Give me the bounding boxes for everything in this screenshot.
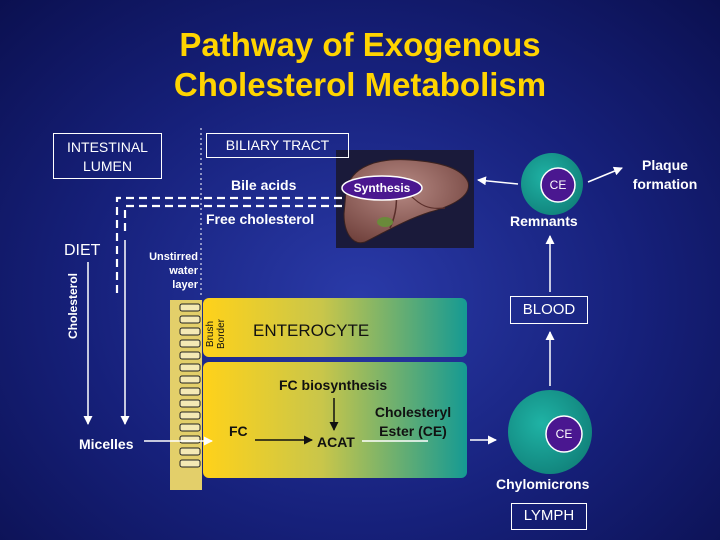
villus xyxy=(179,327,201,336)
chylomicrons-label: Chylomicrons xyxy=(496,476,590,492)
villus xyxy=(179,399,201,408)
remnants-label: Remnants xyxy=(510,213,578,229)
enterocyte-top-box xyxy=(203,298,467,357)
free-cholesterol-label: Free cholesterol xyxy=(206,211,315,227)
villus xyxy=(179,423,201,432)
unstirred-water-layer-label: Unstirred water layer xyxy=(130,250,198,292)
villus xyxy=(179,375,201,384)
diet-label: DIET xyxy=(64,242,101,259)
villus xyxy=(179,435,201,444)
synthesis-oval xyxy=(341,175,423,201)
remnant-ce-label: CE xyxy=(549,178,567,192)
intestinal-lumen-box: INTESTINAL LUMEN xyxy=(53,133,162,179)
border-line: Border xyxy=(216,319,227,350)
lymph-box: LYMPH xyxy=(511,503,587,530)
free-chol-pathway-dashed xyxy=(123,204,342,232)
chylomicron-ce-label: CE xyxy=(555,427,573,441)
cholesterol-vertical-label: Cholesterol xyxy=(66,272,80,339)
title-line-2: Cholesterol Metabolism xyxy=(173,66,547,103)
unstirred-line-1: Unstirred xyxy=(149,251,198,263)
brush-border-villi xyxy=(179,303,201,468)
villus xyxy=(179,339,201,348)
cholesteryl-line: Cholesteryl xyxy=(374,404,452,420)
villus xyxy=(179,459,201,468)
brush-border-label: Brush Border xyxy=(205,308,227,360)
fc-label: FC xyxy=(229,423,248,439)
plaque-formation-label: Plaque formation xyxy=(622,156,708,194)
villus xyxy=(179,447,201,456)
cholesteryl-ester-label: Cholesteryl Ester (CE) xyxy=(363,403,463,441)
villus xyxy=(179,351,201,360)
remnant-to-plaque-arrow xyxy=(587,166,623,183)
fc-biosynthesis-label: FC biosynthesis xyxy=(279,377,388,393)
bile-acids-label: Bile acids xyxy=(231,177,297,193)
villus xyxy=(179,363,201,372)
synthesis-label: Synthesis xyxy=(353,181,411,195)
title-line-1: Pathway of Exogenous xyxy=(179,26,541,63)
villus xyxy=(179,411,201,420)
formation-line: formation xyxy=(632,176,698,192)
enterocyte-bottom-box xyxy=(203,362,467,478)
micelles-label: Micelles xyxy=(79,436,134,452)
brush-line: Brush xyxy=(205,320,216,348)
plaque-line: Plaque xyxy=(642,157,688,173)
blood-box: BLOOD xyxy=(510,296,588,324)
biliary-tract-box: BILIARY TRACT xyxy=(206,133,349,158)
remnant-to-liver-arrow xyxy=(477,176,519,186)
bile-pathway-dashed xyxy=(115,196,342,297)
villus xyxy=(179,387,201,396)
villus xyxy=(179,303,201,312)
remnant-core xyxy=(540,167,576,203)
intestinal-lumen-line-2: LUMEN xyxy=(82,158,132,174)
villus xyxy=(179,315,201,324)
chylomicron-core xyxy=(545,415,583,453)
ester-ce-line: Ester (CE) xyxy=(379,423,447,439)
enterocyte-label: ENTEROCYTE xyxy=(253,321,370,340)
unstirred-line-2: water xyxy=(169,265,198,277)
acat-label: ACAT xyxy=(317,434,355,450)
unstirred-line-3: layer xyxy=(172,279,198,291)
intestinal-lumen-line-1: INTESTINAL xyxy=(67,139,148,155)
